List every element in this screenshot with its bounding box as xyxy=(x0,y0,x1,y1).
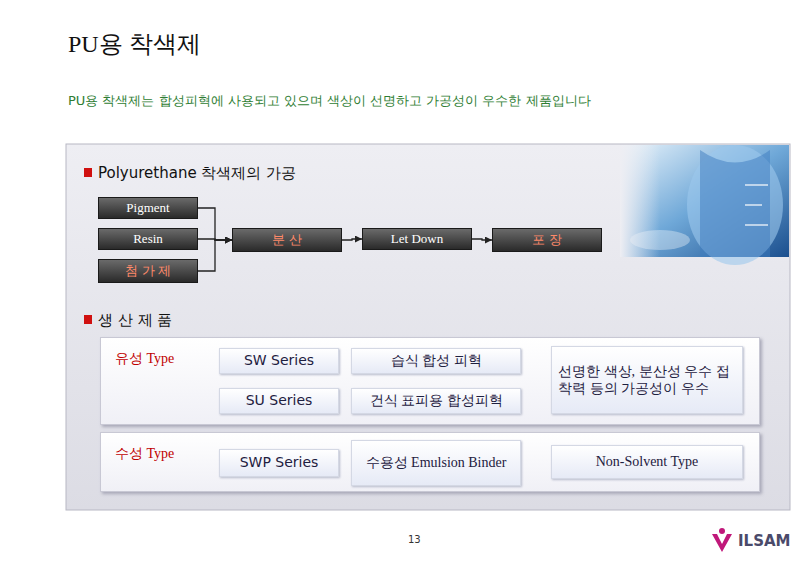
product-cell: Non-Solvent Type xyxy=(551,445,743,479)
node-text: SW Series xyxy=(244,352,314,370)
product-cell: 수용성 Emulsion Binder xyxy=(351,440,521,486)
flow-connector xyxy=(342,239,362,240)
product-cell: SU Series xyxy=(219,388,339,414)
type-panel: 유성 Type SW Series 습식 합성 피혁 SU Series 건식 표피용 … xyxy=(100,337,760,425)
node-text: 수용성 Emulsion Binder xyxy=(366,454,507,472)
logo-text: ILSAM xyxy=(738,532,790,550)
process-box: Let Down xyxy=(362,228,472,250)
section-heading: Polyurethane 착색제의 가공 xyxy=(98,164,296,183)
process-box: Resin xyxy=(98,228,198,250)
node-text: 건식 표피용 합성피혁 xyxy=(370,392,503,410)
bullet-square xyxy=(84,315,92,324)
node-text: Resin xyxy=(133,231,163,247)
node-text: 포 장 xyxy=(532,231,561,249)
node-text: Non-Solvent Type xyxy=(596,453,699,471)
bullet-square xyxy=(84,168,92,177)
process-box: Pigment xyxy=(98,197,198,219)
subtitle: PU용 착색제는 합성피혁에 사용되고 있으며 색상이 선명하고 가공성이 우수… xyxy=(68,92,591,110)
process-box: 포 장 xyxy=(492,228,602,252)
flask-photo xyxy=(620,145,789,265)
type-heading: 유성 Type xyxy=(115,350,174,368)
flow-connector xyxy=(198,240,232,271)
page-title: PU용 착색제 xyxy=(68,28,201,60)
product-cell: 건식 표피용 합성피혁 xyxy=(351,388,521,414)
page-number: 13 xyxy=(408,534,421,545)
product-cell: SWP Series xyxy=(219,449,339,477)
flow-connector xyxy=(472,239,492,240)
product-cell: SW Series xyxy=(219,348,339,374)
section-heading: 생 산 제 품 xyxy=(98,311,172,330)
product-cell: 선명한 색상, 분산성 우수 접착력 등의 가공성이 우수 xyxy=(551,346,743,414)
node-text: Pigment xyxy=(126,200,169,216)
node-text: SU Series xyxy=(246,392,313,410)
content-panel xyxy=(66,144,790,510)
flow-connector xyxy=(198,208,232,240)
node-text: 습식 합성 피혁 xyxy=(391,352,482,370)
process-box: 첨 가 제 xyxy=(98,259,198,283)
node-text: 선명한 색상, 분산성 우수 접착력 등의 가공성이 우수 xyxy=(558,363,736,398)
type-panel: 수성 TypeSWP Series 수용성 Emulsion Binder Non-… xyxy=(100,432,760,492)
process-box: 분 산 xyxy=(232,228,342,252)
type-heading: 수성 Type xyxy=(115,445,174,463)
node-text: Let Down xyxy=(391,231,443,247)
node-text: 분 산 xyxy=(272,231,301,249)
product-cell: 습식 합성 피혁 xyxy=(351,348,521,374)
logo-icon xyxy=(712,528,732,552)
node-text: 첨 가 제 xyxy=(125,262,171,280)
node-text: SWP Series xyxy=(240,454,319,472)
